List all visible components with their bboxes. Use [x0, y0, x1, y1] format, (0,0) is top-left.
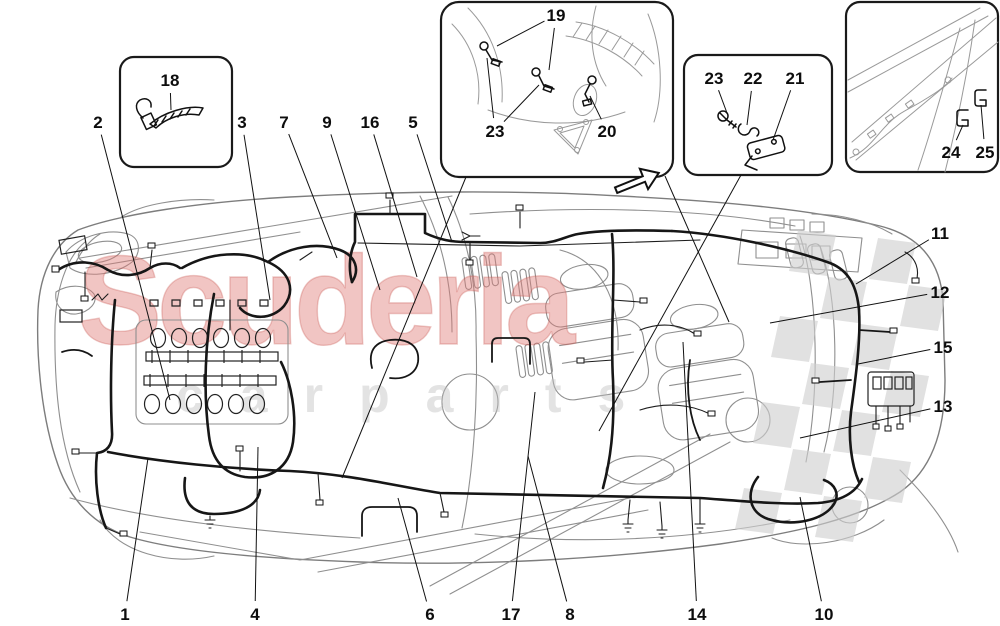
callout-label-12: 12 [931, 283, 950, 302]
checker-cell [784, 449, 831, 495]
leader-line [330, 134, 381, 291]
inset-pointer-line [341, 176, 467, 479]
bracket-icon [744, 134, 786, 171]
seat-right [655, 303, 760, 441]
callout-label-8: 8 [565, 605, 574, 624]
inset-pointer-layer [341, 174, 742, 479]
leader-line [503, 84, 540, 122]
callout-label-25: 25 [976, 143, 995, 162]
leader-line [589, 95, 602, 120]
callout-label-15: 15 [934, 338, 953, 357]
callout-label-23: 23 [486, 122, 505, 141]
leader-line [855, 239, 930, 285]
callout-label-18: 18 [161, 71, 180, 90]
inset-box-cable-tie [118, 55, 234, 169]
connector-symbols [51, 192, 920, 537]
leader-line [799, 408, 931, 439]
callout-label-14: 14 [688, 605, 707, 624]
checker-cell [864, 457, 911, 503]
leader-line [169, 92, 172, 111]
leader-line [682, 341, 697, 602]
inset-pointer-line [598, 174, 742, 432]
leader-line [718, 90, 728, 114]
checker-cell [869, 238, 916, 284]
callout-label-20: 20 [598, 122, 617, 141]
checker-cell [815, 496, 862, 542]
leader-line [955, 124, 964, 141]
car-body-outline [36, 191, 959, 595]
leader-line [397, 497, 428, 602]
leader-line [548, 27, 555, 71]
callout-label-24: 24 [942, 143, 961, 162]
leader-line [511, 391, 536, 602]
leader-line [527, 455, 568, 602]
ground-symbols [204, 515, 706, 539]
callout-label-10: 10 [815, 605, 834, 624]
screw-icon [717, 110, 737, 129]
clip-25-icon [974, 89, 987, 107]
checker-cell [789, 230, 836, 276]
leader-line [416, 134, 453, 243]
inset-box-engine-clamps [439, 0, 675, 195]
callout-label-9: 9 [322, 113, 331, 132]
checker-cell [753, 402, 800, 448]
callout-label-22: 22 [744, 69, 763, 88]
leader-line [496, 20, 545, 47]
checker-cell [833, 410, 880, 456]
wiring-harness [51, 192, 920, 539]
callout-label-16: 16 [361, 113, 380, 132]
callout-label-19: 19 [547, 6, 566, 25]
callout-label-21: 21 [786, 69, 805, 88]
inset-box-door-harness [844, 0, 1000, 174]
leader-line [486, 57, 495, 119]
checker-cell [771, 316, 818, 362]
checkered-flag-pattern [735, 230, 947, 542]
leader-line [769, 293, 928, 324]
door-panel-art [847, 7, 999, 173]
callout-label-6: 6 [425, 605, 434, 624]
clamp-icon [737, 123, 760, 137]
watermark-sub-text: carparts [176, 367, 661, 423]
engine-detail [135, 299, 289, 425]
leader-line [799, 496, 822, 602]
leader-line [254, 446, 259, 602]
callout-label-1: 1 [120, 605, 129, 624]
callout-label-3: 3 [237, 113, 246, 132]
leader-line [857, 349, 931, 365]
callout-label-17: 17 [502, 605, 521, 624]
leader-line [980, 104, 985, 140]
engine-closeup-art [451, 5, 661, 155]
checker-cell [735, 488, 782, 534]
inset-pointer-line [664, 175, 730, 323]
direction-arrow-icon [613, 167, 661, 195]
clamp-part-icons [479, 41, 597, 107]
dash-vents [461, 253, 553, 378]
checker-cell [900, 285, 947, 331]
cable-tie-part [135, 98, 204, 131]
leader-line [100, 134, 171, 401]
callout-label-5: 5 [408, 113, 417, 132]
fuse-box [867, 371, 915, 432]
callout-label-11: 11 [931, 224, 949, 243]
leader-line [746, 90, 752, 126]
checker-cell [802, 363, 849, 409]
callout-label-13: 13 [934, 397, 953, 416]
watermark: Scuderia carparts [77, 229, 661, 423]
leader-line [772, 90, 792, 141]
clip-24-icon [956, 109, 969, 127]
leader-line [373, 134, 418, 278]
seat-left [545, 263, 650, 401]
callout-label-2: 2 [93, 113, 102, 132]
watermark-brand-text: Scuderia [78, 230, 576, 371]
leader-line [126, 457, 149, 602]
callout-label-23: 23 [705, 69, 724, 88]
callout-label-7: 7 [279, 113, 288, 132]
leader-line [243, 134, 271, 301]
inset-box-bracket [682, 53, 834, 177]
leader-line [288, 133, 338, 259]
callout-label-4: 4 [250, 605, 260, 624]
